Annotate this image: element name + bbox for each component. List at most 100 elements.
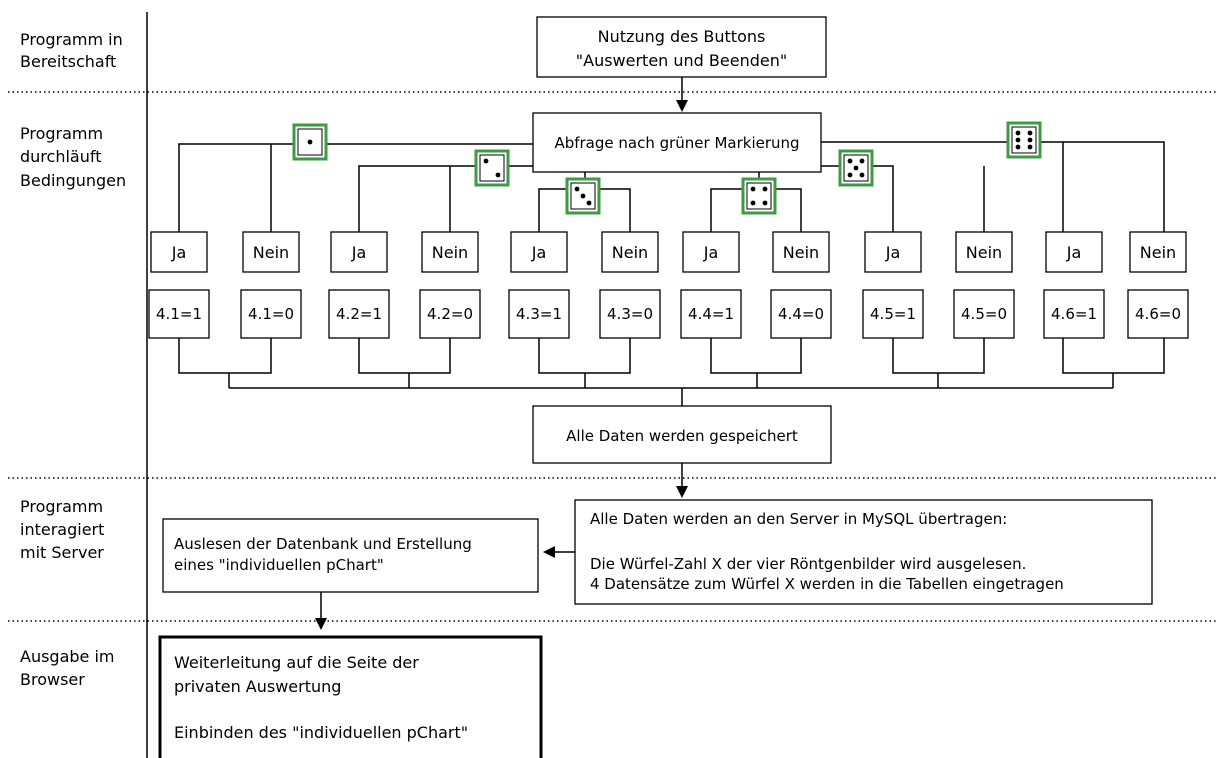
- merge-connectors: [178, 338, 1165, 406]
- decision-boxes: Ja4.1=1Nein4.1=0Ja4.2=1Nein4.2=0Ja4.3=1N…: [148, 231, 1189, 339]
- no-box: [1129, 231, 1187, 273]
- section-label-browser: Ausgabe im Browser: [20, 647, 115, 689]
- save-box-label: Alle Daten werden gespeichert: [566, 427, 798, 445]
- output-box-line: Einbinden des "individuellen pChart": [174, 723, 468, 742]
- value-box: [862, 289, 924, 339]
- section-label-line: Bedingungen: [20, 171, 126, 190]
- no-box: [772, 231, 830, 273]
- no-value: 4.4=0: [778, 305, 824, 323]
- start-box-frame: [536, 16, 827, 78]
- die-pip: [847, 158, 853, 164]
- query-box-label: Abfrage nach grüner Markierung: [554, 134, 799, 152]
- save-box: Alle Daten werden gespeichert: [532, 405, 832, 464]
- value-box: [148, 289, 210, 339]
- no-box: [242, 231, 300, 273]
- query-box: Abfrage nach grüner Markierung: [532, 112, 822, 173]
- die-pip: [750, 186, 756, 192]
- section-label-conditions: Programm durchläuft Bedingungen: [20, 124, 126, 190]
- die-5-icon: [838, 149, 874, 187]
- no-label: Nein: [783, 243, 819, 262]
- start-box-line: "Auswerten und Beenden": [576, 51, 787, 70]
- value-box: [508, 289, 570, 339]
- die-2-icon: [474, 149, 510, 187]
- die-face: [479, 154, 505, 182]
- yes-value: 4.3=1: [516, 305, 562, 323]
- start-box-line: Nutzung des Buttons: [598, 27, 766, 46]
- no-box: [421, 231, 479, 273]
- yes-label: Ja: [171, 243, 187, 262]
- die-pip: [1015, 144, 1021, 150]
- die-pip: [1027, 144, 1033, 150]
- value-box: [770, 289, 832, 339]
- section-label-line: interagiert: [20, 520, 104, 539]
- die-pip: [574, 186, 580, 192]
- value-box: [953, 289, 1015, 339]
- die-pip: [762, 200, 768, 206]
- value-box: [680, 289, 742, 339]
- no-label: Nein: [612, 243, 648, 262]
- no-value: 4.2=0: [427, 305, 473, 323]
- die-pip: [859, 158, 865, 164]
- output-box: Weiterleitung auf die Seite der privaten…: [158, 635, 543, 758]
- die-6-icon: [1006, 121, 1042, 159]
- die-pip: [1015, 130, 1021, 136]
- db-box-frame: [162, 518, 539, 593]
- db-box-line: Auslesen der Datenbank und Erstellung: [174, 535, 472, 553]
- die-face: [746, 182, 772, 210]
- section-label-line: durchläuft: [20, 147, 101, 166]
- section-label-line: Programm: [20, 124, 103, 143]
- server-box-line: Die Würfel-Zahl X der vier Röntgenbilder…: [590, 555, 1026, 573]
- arrow-head: [676, 486, 688, 498]
- section-label-standby: Programm in Bereitschaft: [20, 30, 123, 71]
- value-box: [1127, 289, 1189, 339]
- no-label: Nein: [253, 243, 289, 262]
- no-box: [955, 231, 1013, 273]
- no-label: Nein: [1140, 243, 1176, 262]
- die-pip: [580, 193, 586, 199]
- start-box: Nutzung des Buttons "Auswerten und Beend…: [536, 16, 827, 78]
- yes-value: 4.4=1: [688, 305, 734, 323]
- value-box: [1043, 289, 1105, 339]
- yes-box: [150, 231, 208, 273]
- yes-box: [1045, 231, 1103, 273]
- die-face: [297, 128, 323, 156]
- yes-box: [682, 231, 740, 273]
- die-pip: [847, 172, 853, 178]
- die-pip: [1027, 137, 1033, 143]
- db-box: Auslesen der Datenbank und Erstellung ei…: [162, 518, 539, 593]
- no-value: 4.1=0: [248, 305, 294, 323]
- no-value: 4.5=0: [961, 305, 1007, 323]
- yes-label: Ja: [703, 243, 719, 262]
- die-pip: [1027, 130, 1033, 136]
- die-pip: [483, 158, 489, 164]
- output-box-frame: [158, 635, 543, 758]
- section-label-line: Bereitschaft: [20, 52, 116, 71]
- yes-box: [864, 231, 922, 273]
- yes-value: 4.6=1: [1051, 305, 1097, 323]
- yes-label: Ja: [1066, 243, 1082, 262]
- die-face: [843, 154, 869, 182]
- no-value: 4.3=0: [607, 305, 653, 323]
- die-pip: [307, 139, 313, 145]
- yes-label: Ja: [351, 243, 367, 262]
- value-box: [419, 289, 481, 339]
- die-face: [1011, 126, 1037, 154]
- arrow-head: [315, 618, 327, 630]
- die-pip: [1015, 137, 1021, 143]
- value-box: [599, 289, 661, 339]
- section-label-server: Programm interagiert mit Server: [20, 497, 104, 562]
- arrow-head: [543, 546, 555, 558]
- die-pip: [495, 172, 501, 178]
- output-box-line: privaten Auswertung: [174, 677, 341, 696]
- output-box-line: Weiterleitung auf die Seite der: [174, 653, 419, 672]
- section-label-line: mit Server: [20, 543, 104, 562]
- die-pip: [762, 186, 768, 192]
- yes-value: 4.2=1: [336, 305, 382, 323]
- value-box: [328, 289, 390, 339]
- value-box: [240, 289, 302, 339]
- server-box: Alle Daten werden an den Server in MySQL…: [574, 499, 1153, 605]
- save-box-frame: [532, 405, 832, 464]
- no-box: [601, 231, 659, 273]
- yes-box: [330, 231, 388, 273]
